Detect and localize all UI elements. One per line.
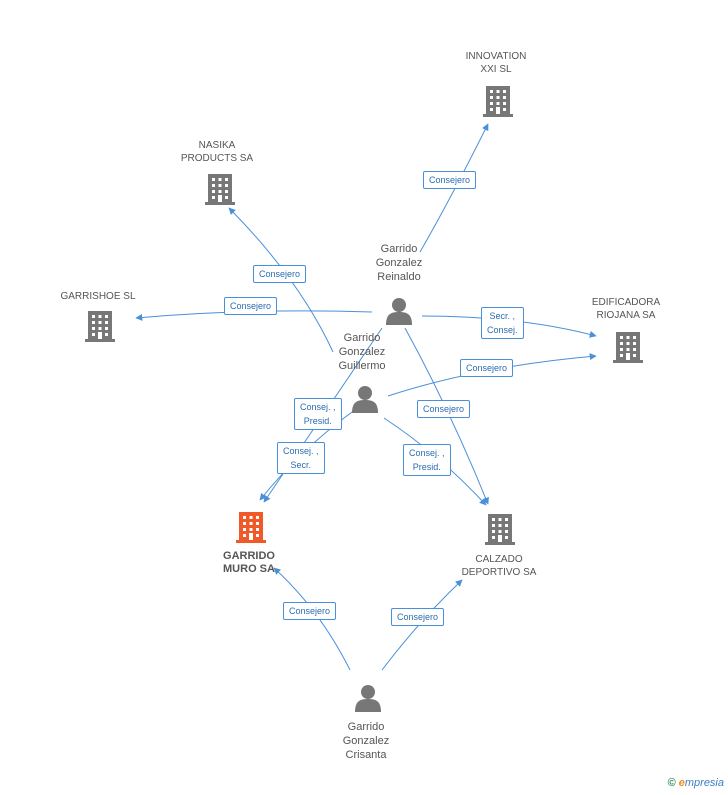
edge-label-line: Consej. , — [409, 448, 445, 458]
edge-reinaldo-innovation — [419, 123, 489, 253]
edge-label-reinaldo-calzado[interactable]: Consejero — [417, 400, 471, 418]
edge-label-line: Consejero — [230, 301, 272, 311]
building-icon[interactable] — [483, 86, 513, 117]
person-icon[interactable] — [355, 685, 381, 712]
label-line: XXI SL — [480, 64, 512, 75]
label-line: GARRIDO — [223, 550, 275, 562]
edge-label-line: Secr. — [290, 460, 312, 470]
building-icon[interactable] — [613, 332, 643, 363]
label-line: INNOVATION — [465, 51, 527, 62]
edge-label-line: Consejero — [397, 612, 439, 622]
label-line: NASIKA — [198, 140, 236, 151]
person-icon[interactable] — [386, 298, 412, 325]
copyright-icon: © — [667, 777, 676, 789]
edge-label-line: Consejero — [259, 269, 301, 279]
label-line: Gonzalez — [375, 257, 423, 269]
edge-label-line: Consej. — [487, 325, 518, 335]
edge-label-line: Presid. — [303, 416, 332, 426]
label-line: DEPORTIVO SA — [461, 567, 537, 578]
label-line: MURO SA — [223, 563, 275, 575]
edge-label-line: Presid. — [412, 462, 441, 472]
footer-brand: © empresia — [668, 777, 724, 789]
building-icon[interactable] — [205, 174, 235, 205]
edge-label-guillermo-edificadora[interactable]: Consejero — [460, 359, 514, 377]
edge-label-line: Secr. , — [489, 311, 516, 321]
edge-label-line: Consej. , — [283, 446, 319, 456]
edge-label-guillermo-calzado[interactable]: Consej. , Presid. — [403, 444, 451, 476]
node-innovation-label[interactable]: INNOVATION XXI SL — [426, 50, 566, 76]
edge-label-reinaldo-innovation[interactable]: Consejero — [423, 171, 477, 189]
edge-label-line: Consej. , — [300, 402, 336, 412]
edge-label-line: Consejero — [423, 404, 465, 414]
edge-label-crisanta-calzado[interactable]: Consejero — [391, 608, 445, 626]
label-line: GARRISHOE SL — [60, 291, 136, 302]
node-guillermo-label[interactable]: Garrido Gonzalez Guillermo — [292, 331, 432, 373]
label-line: Guillermo — [338, 360, 386, 372]
label-line: Gonzalez — [338, 346, 386, 358]
edge-label-crisanta-garrido-muro[interactable]: Consejero — [283, 602, 337, 620]
brand-e: e — [678, 777, 685, 789]
building-icon[interactable] — [236, 512, 266, 543]
label-line: Reinaldo — [377, 271, 421, 283]
edge-label-reinaldo-garrido-muro[interactable]: Consej. , Presid. — [294, 398, 342, 430]
node-calzado-label[interactable]: CALZADO DEPORTIVO SA — [429, 553, 569, 579]
edge-label-line: Consejero — [289, 606, 331, 616]
node-reinaldo-label[interactable]: Garrido Gonzalez Reinaldo — [329, 242, 469, 284]
brand-name: mpresia — [684, 777, 724, 789]
label-line: EDIFICADORA — [591, 297, 661, 308]
node-garrishoe-label[interactable]: GARRISHOE SL — [28, 290, 168, 303]
label-line: RIOJANA SA — [596, 310, 656, 321]
edge-label-line: Consejero — [429, 175, 471, 185]
edge-label-guillermo-garrido-muro[interactable]: Consej. , Secr. — [277, 442, 325, 474]
node-nasika-label[interactable]: NASIKA PRODUCTS SA — [147, 139, 287, 165]
label-line: Garrido — [380, 243, 418, 255]
label-line: Gonzalez — [342, 735, 390, 747]
label-line: Garrido — [343, 332, 381, 344]
person-icon[interactable] — [352, 386, 378, 413]
edge-label-guillermo-nasika[interactable]: Consejero — [253, 265, 307, 283]
label-line: Garrido — [347, 721, 385, 733]
building-icon[interactable] — [85, 311, 115, 342]
node-garrido-muro-label[interactable]: GARRIDO MURO SA — [179, 550, 319, 576]
label-line: CALZADO — [475, 554, 523, 565]
edge-label-line: Consejero — [466, 363, 508, 373]
label-line: Crisanta — [345, 749, 387, 761]
building-icon[interactable] — [485, 514, 515, 545]
label-line: PRODUCTS SA — [180, 153, 254, 164]
node-edificadora-label[interactable]: EDIFICADORA RIOJANA SA — [556, 296, 696, 322]
edge-label-reinaldo-edificadora[interactable]: Secr. , Consej. — [481, 307, 524, 339]
edge-label-reinaldo-garrishoe[interactable]: Consejero — [224, 297, 278, 315]
node-crisanta-label[interactable]: Garrido Gonzalez Crisanta — [296, 720, 436, 762]
